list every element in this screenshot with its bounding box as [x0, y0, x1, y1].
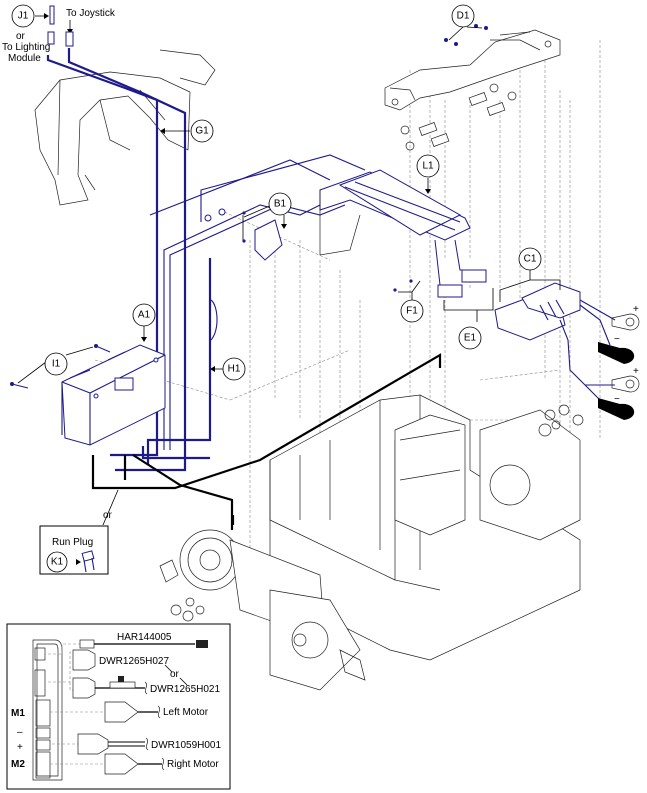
module-label: Module: [8, 53, 41, 64]
controller-a1: [61, 344, 166, 446]
har144005-label: HAR144005: [117, 632, 172, 643]
component-f1: [393, 279, 413, 292]
or-label: or: [170, 669, 180, 680]
svg-text:A1: A1: [138, 310, 151, 321]
svg-text:J1: J1: [18, 11, 29, 22]
cable-dwr1059h001: DWR1059H001: [77, 733, 221, 755]
port-m1-label: M1: [11, 708, 25, 719]
left-motor: [159, 529, 366, 691]
callout-h1: H1: [222, 357, 246, 381]
busbar-bracket: [319, 169, 487, 298]
to-joystick-label: To Joystick: [66, 8, 116, 19]
port-plus-label: +: [17, 742, 23, 753]
callouts: J1 G1 D1 L1 B1 C1 F1 E1 A1 I1 H1: [11, 4, 542, 381]
callout-g1: G1: [190, 119, 214, 143]
sign-negative-1: −: [614, 334, 620, 345]
run-plug-title: Run Plug: [52, 537, 93, 548]
motor-cable: [91, 353, 442, 530]
callout-k1: K1: [46, 551, 68, 573]
svg-text:G1: G1: [195, 126, 209, 137]
battery-connectors-c1: [494, 282, 616, 401]
callout-l1: L1: [416, 154, 440, 178]
rear-shroud: [34, 49, 216, 206]
cable-har144005: HAR144005: [79, 632, 208, 649]
svg-text:C1: C1: [524, 254, 537, 265]
cable-dwr1265h021: DWR1265H021: [72, 676, 220, 699]
svg-text:E1: E1: [464, 333, 477, 344]
joystick-connector: [65, 31, 74, 47]
callout-i1: I1: [44, 352, 68, 376]
harness-h1: [141, 258, 218, 465]
svg-text:D1: D1: [457, 11, 470, 22]
sign-positive-2: +: [633, 366, 639, 377]
harness-g1: [46, 48, 187, 472]
cable-dwr1265h027: DWR1265H027: [72, 649, 169, 671]
terminal-negative-2: [598, 398, 635, 420]
svg-text:I1: I1: [52, 359, 61, 370]
run-plug-or: or: [103, 510, 113, 521]
callout-c1: C1: [518, 247, 542, 271]
run-plug-box: Run Plug or K1: [39, 510, 113, 575]
j1-connector: [47, 5, 55, 45]
dwr1265h027-label: DWR1265H027: [99, 656, 169, 667]
mount-screws-i1: [10, 344, 111, 389]
sign-negative-2: −: [614, 394, 620, 405]
callout-e1: E1: [458, 326, 482, 350]
terminal-positive-2: [611, 375, 640, 393]
mount-bolts: [400, 83, 517, 151]
callout-f1: F1: [400, 299, 424, 323]
connector-inset: HAR144005 DWR1265H027 or DWR1265H021 Lef…: [6, 623, 231, 790]
left-motor-label: Left Motor: [163, 707, 209, 718]
svg-text:L1: L1: [422, 161, 434, 172]
seat-mount-bracket: [384, 24, 561, 151]
callout-d1: D1: [451, 4, 475, 28]
cable-right-motor: Right Motor: [104, 753, 219, 775]
callout-b1: B1: [268, 192, 292, 216]
port-minus-label: –: [17, 727, 23, 738]
cable-left-motor: Left Motor: [104, 701, 209, 723]
port-m2-label: M2: [11, 759, 25, 770]
top-labels: or To Lighting Module To Joystick: [2, 8, 116, 64]
svg-text:H1: H1: [228, 364, 241, 375]
dwr1059h001-label: DWR1059H001: [151, 740, 221, 751]
right-motor-label: Right Motor: [167, 759, 219, 770]
battery-terminals: + − + −: [598, 304, 640, 420]
dwr1265h021-label: DWR1265H021: [150, 684, 220, 695]
svg-text:B1: B1: [274, 199, 287, 210]
callout-a1: A1: [132, 303, 156, 327]
to-lighting-label: To Lighting: [2, 42, 50, 53]
component-b1: [204, 208, 283, 261]
terminal-negative-1: [598, 342, 635, 364]
d1-screws: [444, 24, 488, 46]
svg-text:F1: F1: [406, 306, 418, 317]
base-frame: [269, 394, 584, 661]
sign-positive-1: +: [633, 304, 639, 315]
run-plug-connector: [81, 550, 95, 573]
svg-text:K1: K1: [51, 557, 64, 568]
j1-or-label: or: [16, 31, 26, 42]
callout-j1: J1: [11, 4, 35, 28]
terminal-positive-1: [611, 313, 640, 331]
